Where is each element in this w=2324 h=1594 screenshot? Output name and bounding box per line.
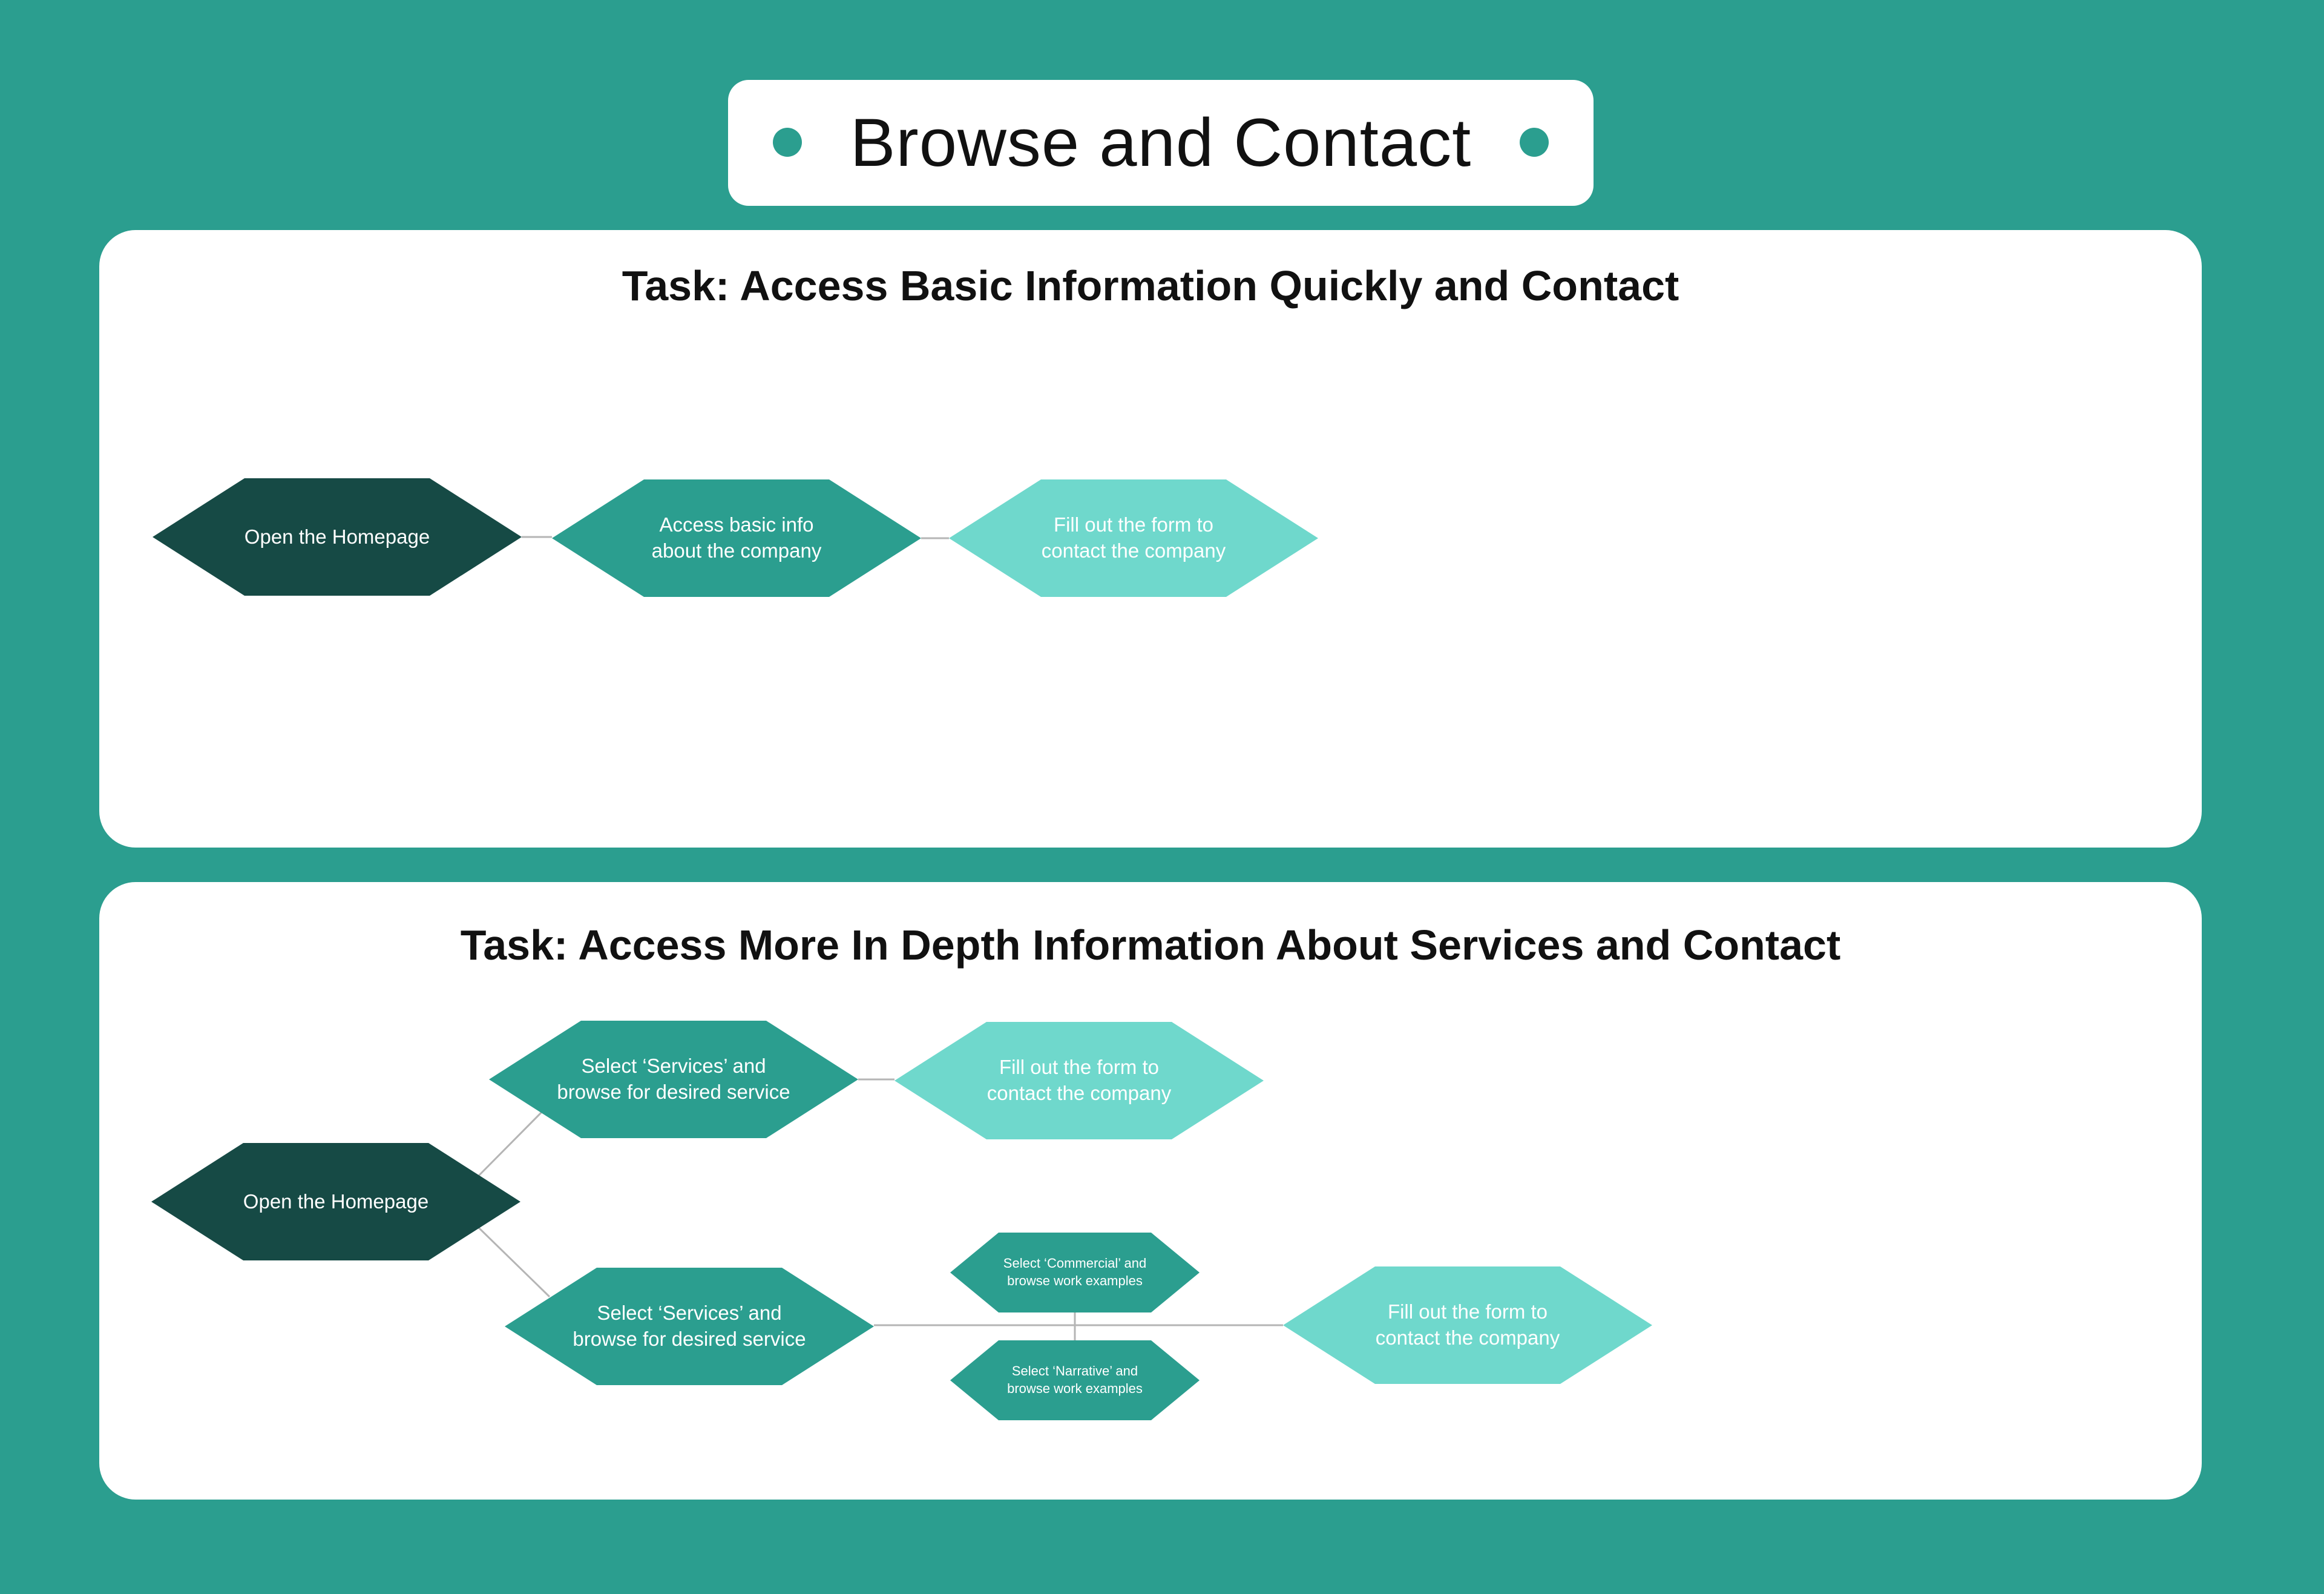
flow-step-text: Select ‘Commercial’ and browse work exam… [1003,1256,1147,1288]
title-right-dot [1520,128,1549,157]
flow-step-text: Select ‘Services’ and browse for desired… [573,1302,806,1350]
flow-step-label: Select ‘Services’ and browse for desired… [535,1021,812,1138]
flow-step-text: Access basic info about the company [651,513,822,562]
flow-step-shape [552,479,921,597]
flow-step-shape [153,478,522,596]
task-title-in-depth: Task: Access More In Depth Information A… [460,921,1841,969]
flow-step-text: Open the Homepage [243,1190,429,1213]
title-left-dot [773,128,802,157]
flow-step-shape [489,1021,858,1138]
flow-step-label: Open the Homepage [199,478,476,596]
flow-step-shape [949,479,1318,597]
flow-step-shape [1283,1266,1652,1384]
flow-step-shape [151,1143,520,1260]
flow-step-text: Fill out the form to contact the company [986,1056,1172,1104]
flow-step-label: Open the Homepage [197,1143,474,1260]
flow-step-text: Select ‘Narrative’ and browse work examp… [1007,1363,1143,1396]
flow-step-text: Fill out the form to contact the company [1041,513,1226,562]
flow-step-shape [505,1268,874,1385]
connector-line [477,1226,551,1298]
flow-step-label: Select ‘Narrative’ and browse work examp… [974,1340,1175,1420]
task-title-basic: Task: Access Basic Information Quickly a… [622,262,1679,309]
connector-line [477,1110,543,1177]
flow-step-text: Fill out the form to contact the company [1375,1300,1560,1349]
flow-step-text: Select ‘Services’ and browse for desired… [557,1055,790,1103]
flow-step-shape [950,1340,1200,1420]
flow-step-label: Fill out the form to contact the company [940,1022,1218,1139]
flow-step-label: Access basic info about the company [598,479,875,597]
title-banner: Browse and Contact [728,80,1594,206]
flow-step-label: Select ‘Services’ and browse for desired… [551,1268,828,1385]
flow-step-shape [894,1022,1264,1139]
flow-step-shape [950,1233,1200,1312]
flow-step-label: Select ‘Commercial’ and browse work exam… [974,1233,1175,1312]
flow-step-text: Open the Homepage [244,525,430,548]
flow-step-label: Fill out the form to contact the company [995,479,1272,597]
page-title: Browse and Contact [850,105,1472,180]
flow-step-label: Fill out the form to contact the company [1329,1266,1606,1384]
